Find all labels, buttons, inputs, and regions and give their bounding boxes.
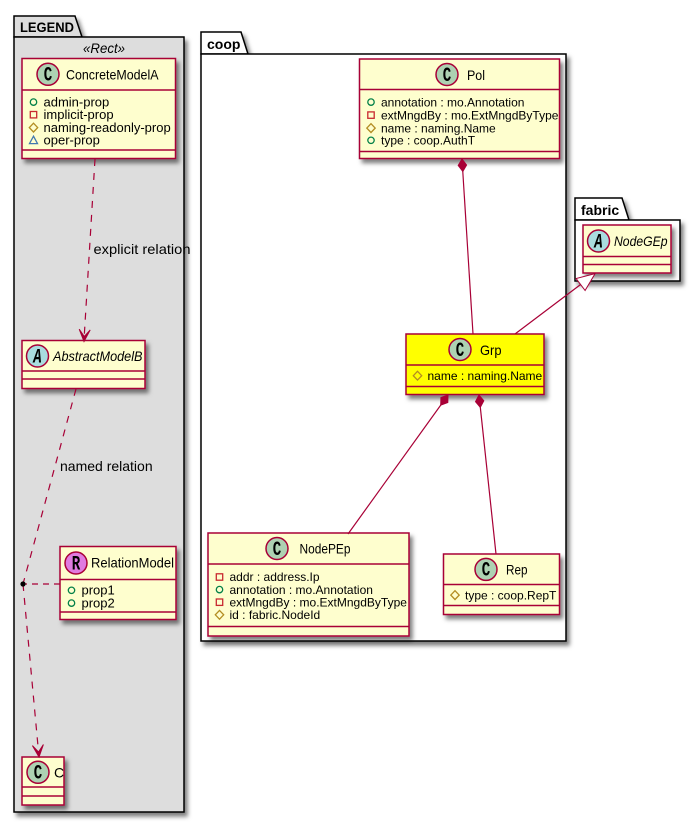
svg-text:A: A [32,346,42,369]
svg-text:ConcreteModelA: ConcreteModelA [66,66,159,82]
svg-text:LEGEND: LEGEND [20,19,74,35]
svg-text:naming-readonly-prop: naming-readonly-prop [44,120,171,135]
svg-text:A: A [593,231,603,254]
svg-text:C: C [54,764,64,780]
svg-text:prop2: prop2 [82,595,115,610]
svg-text:annotation : mo.Annotation: annotation : mo.Annotation [230,583,373,597]
svg-text:Grp: Grp [480,342,502,358]
svg-text:extMngdBy : mo.ExtMngdByType: extMngdBy : mo.ExtMngdByType [381,108,559,122]
svg-text:name : naming.Name: name : naming.Name [381,121,496,135]
svg-text:C: C [443,65,452,88]
svg-text:C: C [44,65,53,88]
svg-text:C: C [34,763,43,786]
svg-text:AbstractModelB: AbstractModelB [52,348,142,364]
svg-text:oper-prop: oper-prop [44,132,100,147]
svg-text:prop1: prop1 [82,583,115,598]
svg-text:admin-prop: admin-prop [44,94,110,109]
svg-text:type : coop.AuthT: type : coop.AuthT [381,134,476,148]
svg-text:addr : address.Ip: addr : address.Ip [230,570,320,584]
svg-text:coop: coop [207,36,240,52]
svg-text:NodeGEp: NodeGEp [614,233,668,249]
svg-text:fabric: fabric [581,202,619,218]
svg-text:explicit relation: explicit relation [94,241,191,257]
svg-text:R: R [72,553,81,576]
svg-text:Pol: Pol [467,67,485,83]
svg-text:NodePEp: NodePEp [300,540,351,556]
svg-text:annotation : mo.Annotation: annotation : mo.Annotation [381,95,524,109]
svg-text:named relation: named relation [60,458,153,474]
svg-text:id : fabric.NodeId: id : fabric.NodeId [230,608,321,622]
svg-text:name : naming.Name: name : naming.Name [428,369,543,383]
svg-text:type : coop.RepT: type : coop.RepT [465,588,557,602]
svg-text:implicit-prop: implicit-prop [44,107,114,122]
svg-text:C: C [482,560,491,583]
svg-text:«Rect»: «Rect» [83,40,125,56]
svg-text:extMngdBy : mo.ExtMngdByType: extMngdBy : mo.ExtMngdByType [230,595,408,609]
svg-text:C: C [273,539,282,562]
svg-text:C: C [456,340,465,363]
svg-text:Rep: Rep [506,561,528,577]
svg-text:RelationModel: RelationModel [91,555,174,571]
